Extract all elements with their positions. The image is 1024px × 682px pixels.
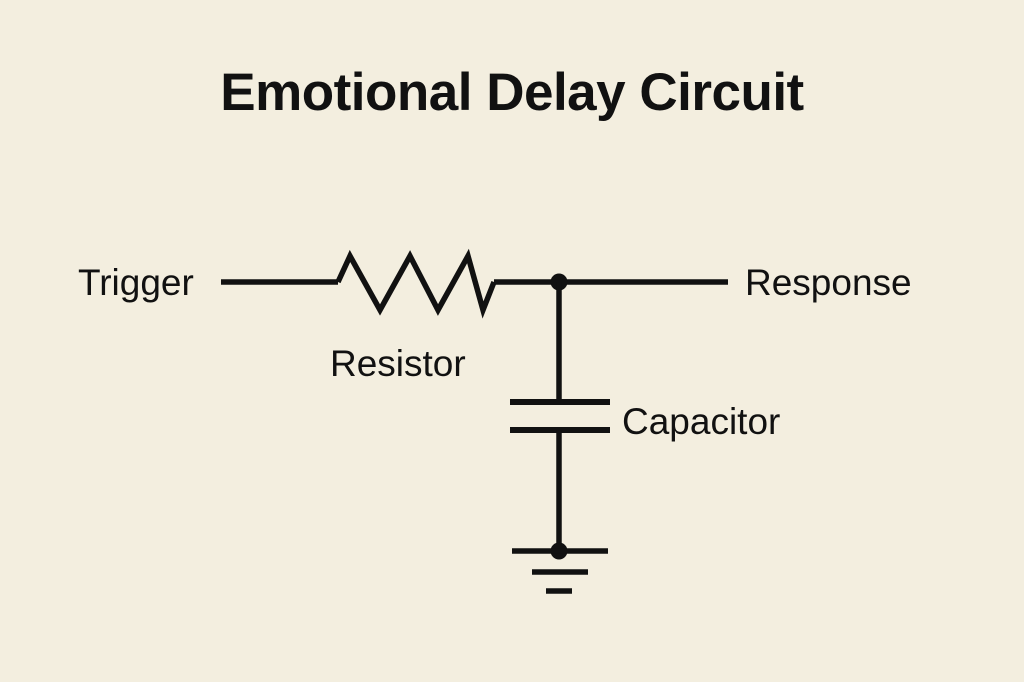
response-label: Response	[745, 262, 912, 303]
trigger-label: Trigger	[78, 262, 194, 303]
capacitor-label: Capacitor	[622, 401, 780, 442]
resistor-label: Resistor	[330, 343, 466, 384]
page-title: Emotional Delay Circuit	[220, 63, 803, 122]
resistor-zigzag-symbol	[335, 248, 497, 319]
